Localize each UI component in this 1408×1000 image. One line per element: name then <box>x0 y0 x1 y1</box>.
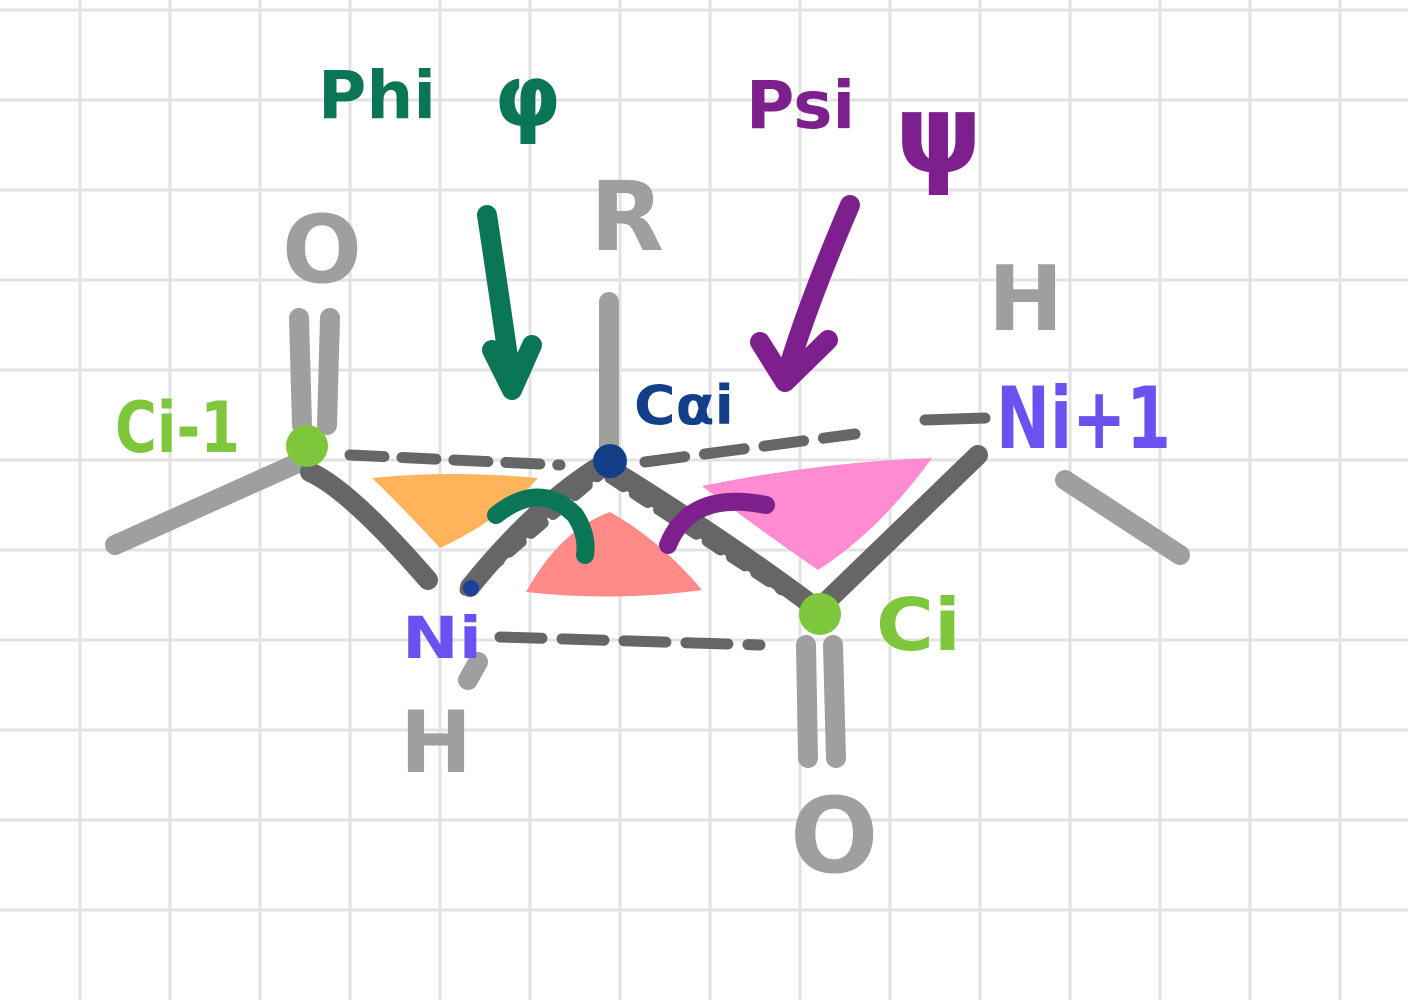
c-prev-label: Ci-1 <box>115 387 240 469</box>
carbonyl-top-bond-b <box>317 308 340 435</box>
phi-word-label: Phi <box>318 57 436 134</box>
red-plane <box>526 512 702 597</box>
n-h-bottom-bond <box>458 652 488 690</box>
h-top-label: H <box>988 247 1063 352</box>
light-bonds <box>105 292 1190 768</box>
o-top-label: O <box>282 196 362 305</box>
carbonyl-bottom-bond-a <box>796 635 818 768</box>
c-alpha-label: Cαi <box>634 374 734 437</box>
phi-arrow <box>477 205 542 400</box>
phi-symbol-label: φ <box>494 47 561 147</box>
bond-c-prev-to-n <box>300 462 438 590</box>
psi-arrow <box>750 195 860 392</box>
orange-plane <box>372 474 538 548</box>
c-i-node <box>799 593 841 635</box>
h-bottom-label: H <box>400 693 472 793</box>
c-i-label: Ci <box>876 583 961 667</box>
c-alpha-node <box>593 444 627 478</box>
psi-symbol-label: ψ <box>895 70 982 198</box>
carbonyl-bottom-bond-b <box>823 635 846 768</box>
right-chain-bond <box>1055 470 1190 565</box>
phi-rotation-arc <box>487 488 595 564</box>
backbone <box>300 445 988 615</box>
carbonyl-top-bond-a <box>289 308 312 435</box>
n-next-label: Ni+1 <box>996 369 1171 469</box>
n-i-label: Ni <box>402 604 482 672</box>
psi-word-label: Psi <box>746 67 855 144</box>
bond-c-to-n-next <box>818 445 988 610</box>
r-group-label: R <box>590 161 664 273</box>
left-chain-bond <box>105 452 310 555</box>
bond-n-to-calpha <box>460 450 620 597</box>
n-i-node <box>463 580 479 596</box>
o-bottom-label: O <box>790 775 878 897</box>
bond-calpha-to-c <box>602 460 822 615</box>
psi-rotation-arc <box>659 492 775 554</box>
pink-plane <box>702 458 932 570</box>
c-prev-node <box>286 425 328 467</box>
